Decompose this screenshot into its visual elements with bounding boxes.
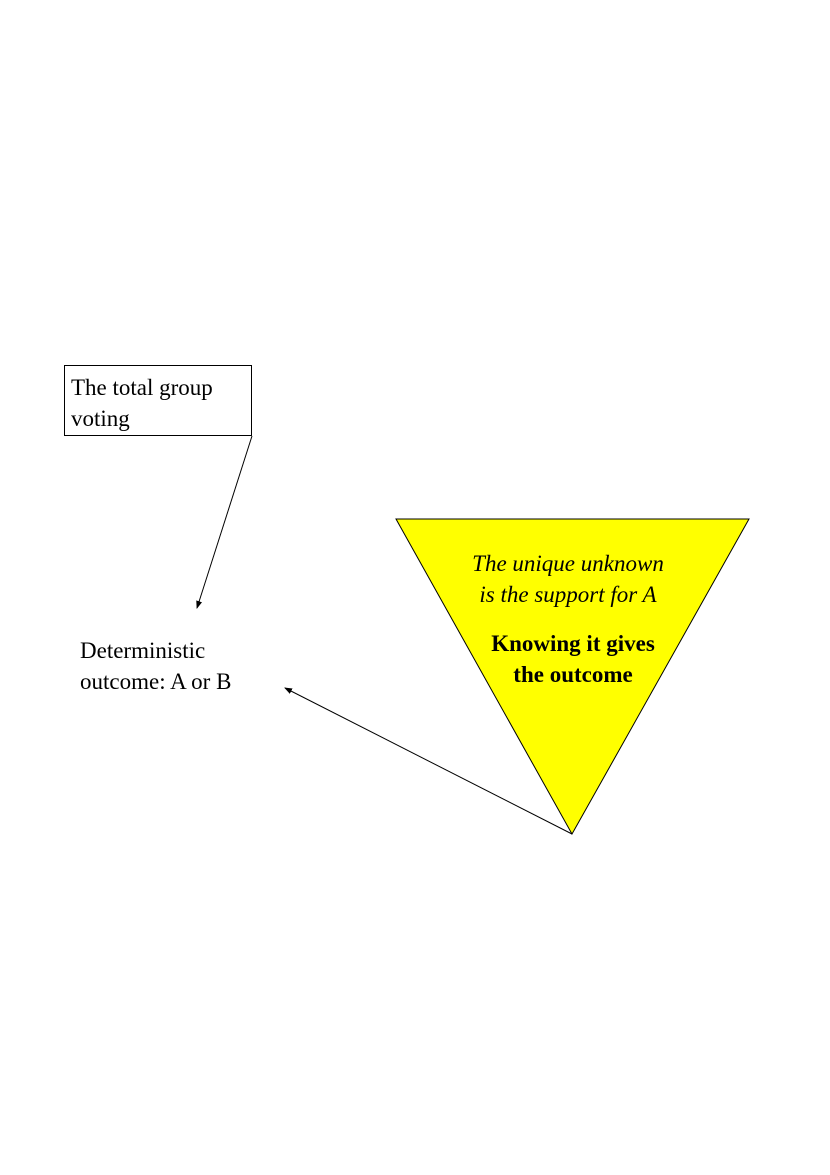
arrow-group-to-outcome (196, 435, 253, 609)
outcome-line-2: outcome: A or B (80, 669, 232, 694)
group-box-line-1: The total group (71, 375, 213, 400)
group-voting-box: The total group voting (64, 365, 252, 436)
triangle-outcome-text: Knowing it gives the outcome (445, 628, 701, 690)
triangle-bold-line-1: Knowing it gives (491, 631, 655, 656)
group-box-line-2: voting (71, 406, 130, 431)
triangle-italic-line-1: The unique unknown (472, 551, 664, 576)
arrow-triangle-to-outcome (284, 687, 573, 835)
triangle-unknown-text: The unique unknown is the support for A (440, 548, 696, 610)
deterministic-outcome-label: Deterministic outcome: A or B (80, 635, 300, 697)
outcome-line-1: Deterministic (80, 638, 206, 663)
triangle-italic-line-2: is the support for A (479, 582, 657, 607)
support-triangle (395, 518, 750, 836)
triangle-bold-line-2: the outcome (513, 662, 633, 687)
